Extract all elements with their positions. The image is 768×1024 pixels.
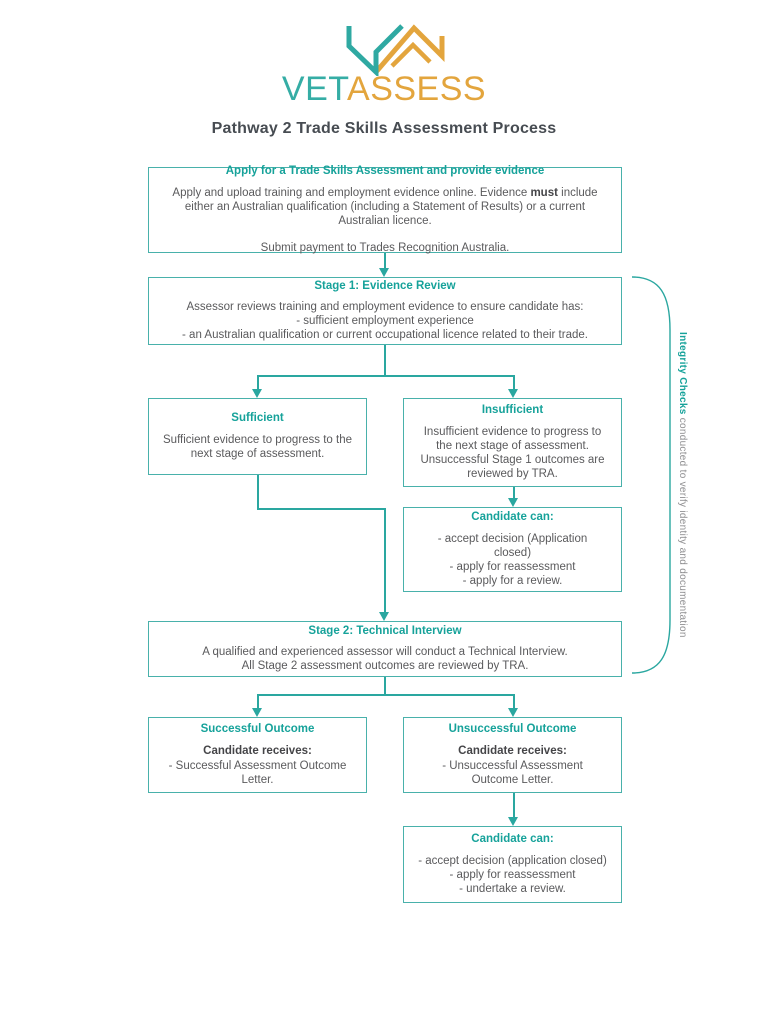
box-unsuccessful-outcome: Unsuccessful Outcome Candidate receives:… xyxy=(403,717,622,793)
box-apply-evidence: Apply for a Trade Skills Assessment and … xyxy=(148,165,622,254)
box-cc1-line1: - accept decision (Application closed) xyxy=(437,532,588,559)
box-stage2-heading: Stage 2: Technical Interview xyxy=(308,624,462,637)
connector-line xyxy=(257,475,259,508)
box-sufficient: Sufficient Sufficient evidence to progre… xyxy=(148,398,367,475)
box-apply-body: Apply and upload training and employment… xyxy=(163,186,607,228)
connector-line xyxy=(384,508,386,612)
box-unsuccessful-subheading: Candidate receives: xyxy=(458,744,567,757)
box-cc1-line2: - apply for reassessment xyxy=(449,560,576,573)
box-apply-heading: Apply for a Trade Skills Assessment and … xyxy=(225,165,545,178)
box-sufficient-body: Sufficient evidence to progress to the n… xyxy=(163,433,353,460)
box-apply-footer: Submit payment to Trades Recognition Aus… xyxy=(260,241,510,254)
box-successful-outcome: Successful Outcome Candidate receives: -… xyxy=(148,717,367,793)
integrity-checks-label: Integrity Checks xyxy=(677,332,688,415)
box-candidate-can-final: Candidate can: - accept decision (applic… xyxy=(403,826,622,903)
box-stage1-evidence-review: Stage 1: Evidence Review Assessor review… xyxy=(148,277,622,345)
box-unsuccessful-heading: Unsuccessful Outcome xyxy=(448,723,577,736)
box-stage2-line2: All Stage 2 assessment outcomes are revi… xyxy=(241,660,529,673)
integrity-checks-description: conducted to verify identity and documen… xyxy=(677,414,688,638)
box-sufficient-heading: Sufficient xyxy=(231,412,284,425)
wordmark-vet: VET xyxy=(281,70,348,108)
box-cc2-line3: - undertake a review. xyxy=(459,882,566,895)
arrowhead-down-icon xyxy=(252,389,262,398)
connector-line xyxy=(384,253,386,268)
connector-line xyxy=(513,487,515,498)
box-insufficient-heading: Insufficient xyxy=(481,404,544,417)
vetassess-chevrons-icon xyxy=(346,24,445,76)
connector-line xyxy=(257,508,385,510)
box-insufficient: Insufficient Insufficient evidence to pr… xyxy=(403,398,622,487)
box-successful-subheading: Candidate receives: xyxy=(203,744,312,757)
arrowhead-down-icon xyxy=(379,612,389,621)
box-cc2-line1: - accept decision (application closed) xyxy=(418,854,607,867)
box-successful-body: - Successful Assessment Outcome Letter. xyxy=(168,759,347,786)
connector-line xyxy=(257,694,514,696)
box-stage1-line2: - sufficient employment experience xyxy=(296,315,474,328)
box-cc2-heading: Candidate can: xyxy=(471,833,554,846)
apply-body-after: include either an Australian qualificati… xyxy=(184,186,598,227)
box-stage1-line3: - an Australian qualification or current… xyxy=(182,329,588,342)
vetassess-wordmark: VETASSESS xyxy=(0,70,768,109)
arrowhead-down-icon xyxy=(508,708,518,717)
connector-line xyxy=(384,345,386,375)
apply-body-before: Apply and upload training and employment… xyxy=(172,186,531,199)
box-cc2-line2: - apply for reassessment xyxy=(449,868,576,881)
connector-line xyxy=(257,694,259,708)
box-cc1-heading: Candidate can: xyxy=(471,511,554,524)
box-stage1-heading: Stage 1: Evidence Review xyxy=(314,279,456,292)
integrity-checks-bracket xyxy=(631,276,671,674)
arrowhead-down-icon xyxy=(508,498,518,507)
box-unsuccessful-body: - Unsuccessful Assessment Outcome Letter… xyxy=(442,759,583,786)
connector-line xyxy=(513,694,515,708)
box-stage2-line1: A qualified and experienced assessor wil… xyxy=(202,646,568,659)
arrowhead-down-icon xyxy=(379,268,389,277)
integrity-checks-caption: Integrity Checks conducted to verify ide… xyxy=(677,332,688,662)
arrowhead-down-icon xyxy=(252,708,262,717)
apply-body-must: must xyxy=(530,186,558,199)
wordmark-assess: ASSESS xyxy=(347,70,487,108)
box-cc1-line3: - apply for a review. xyxy=(462,574,563,587)
box-insufficient-body: Insufficient evidence to progress to the… xyxy=(420,425,605,480)
connector-line xyxy=(513,793,515,817)
arrowhead-down-icon xyxy=(508,389,518,398)
connector-line xyxy=(384,677,386,694)
connector-line xyxy=(513,375,515,389)
box-successful-heading: Successful Outcome xyxy=(200,723,315,736)
box-stage2-technical-interview: Stage 2: Technical Interview A qualified… xyxy=(148,621,622,677)
arrowhead-down-icon xyxy=(508,817,518,826)
connector-line xyxy=(257,375,259,389)
box-stage1-line1: Assessor reviews training and employment… xyxy=(186,301,584,314)
connector-line xyxy=(257,375,514,377)
page-title: Pathway 2 Trade Skills Assessment Proces… xyxy=(211,120,557,137)
box-candidate-can-stage1: Candidate can: - accept decision (Applic… xyxy=(403,507,622,592)
